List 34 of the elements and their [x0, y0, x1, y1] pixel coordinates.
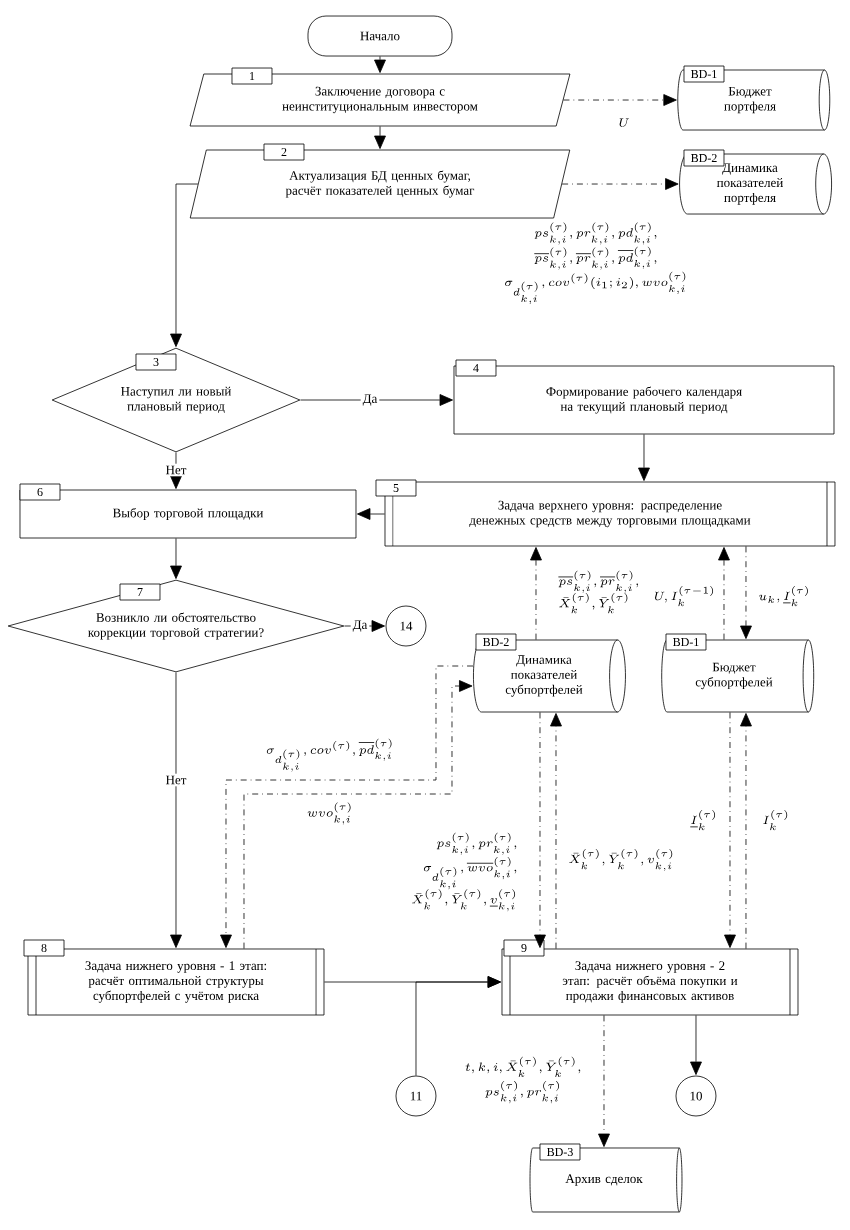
- arrow: [415, 976, 501, 1076]
- edge-label: $\begin{array}{l} \overline{ps}_{k,i}^{(\tau)}, \overline{pr}_{k,i}^{(\tau)}, \\[2pt] \bar{X}_k^{(\tau)}, \bar{Y}_k^{(\tau)} \end{array}$: [558, 570, 639, 614]
- arrow: [374, 56, 386, 73]
- edge-label: $U, I_k^{(\tau-1)}$: [655, 585, 714, 607]
- arrow: [170, 672, 182, 948]
- arrow: [534, 712, 546, 948]
- edge-label: $I_k^{(\tau)}$: [763, 809, 788, 831]
- arrow: [740, 546, 752, 639]
- arrow: [530, 547, 542, 640]
- arrow: [357, 508, 385, 520]
- arrow: [690, 1015, 702, 1075]
- edge-label: $\begin{array}{c} t, k, i, \bar{X}_k^{(\tau)}, \bar{Y}_k^{(\tau)}, \\[3pt] ps_{k,i}^{(\tau)}, pr_{k,i}^{(\tau)} \end{array}$: [465, 1056, 581, 1104]
- arrow: [598, 1015, 610, 1147]
- edge-label: $u_k, \underline{I}_k^{(\tau)}$: [759, 585, 808, 607]
- arrow: [170, 538, 182, 579]
- arrow: [740, 713, 752, 949]
- edge-label: $U$: [619, 118, 629, 127]
- arrow: [718, 547, 730, 640]
- edge-label: $\sigma_{d_{k,i}^{(\tau)}}, cov^{(\tau)}, \overline{pd}_{k,i}^{(\tau)}$: [266, 738, 392, 772]
- edge-label: $\bar{X}_k^{(\tau)}, \bar{Y}_k^{(\tau)}, v_{k,i}^{(\tau)}$: [569, 848, 673, 872]
- arrow: [374, 126, 386, 149]
- arrow: [563, 94, 677, 106]
- arrow: [344, 620, 385, 632]
- edge-label: $\underline{I}_k^{(\tau)}$: [690, 809, 716, 831]
- edge-label: $wvo_{k,i}^{(\tau)}$: [307, 802, 351, 825]
- arrow: [300, 394, 453, 406]
- arrow: [170, 452, 182, 489]
- edge-label: $\begin{array}{r} ps_{k,i}^{(\tau)}, pr_{k,i}^{(\tau)}, \\[3pt] \sigma_{d_{k,i}^{(\tau)}}, \overline{wvo}_{k,i}^{(\tau)}, \\[3pt] \bar{X}_k^{(\tau)}, \bar{Y}_k^{(\tau)}, \underline{v}_{k,i}^{(\tau)} \end{array}$: [412, 832, 517, 912]
- arrow: [638, 434, 650, 481]
- arrow: [550, 713, 562, 949]
- edge-label: $\begin{array}{c} ps_{k,i}^{(\tau)}, pr_{k,i}^{(\tau)}, pd_{k,i}^{(\tau)}, \\[3pt] \overline{ps}_{k,i}^{(\tau)}, \overline{pr}_{k,i}^{(\tau)}, \overline{pd}_{k,i}^{(\tau)}, \\[3pt] \sigma_{d_{k,i}^{(\tau)}}, cov^{(\tau)}(i_1;i_2), wvo_{k,i}^{(\tau)} \end{array}$: [505, 222, 686, 304]
- arrow: [170, 183, 199, 347]
- arrow: [561, 178, 679, 190]
- arrow: [724, 712, 736, 948]
